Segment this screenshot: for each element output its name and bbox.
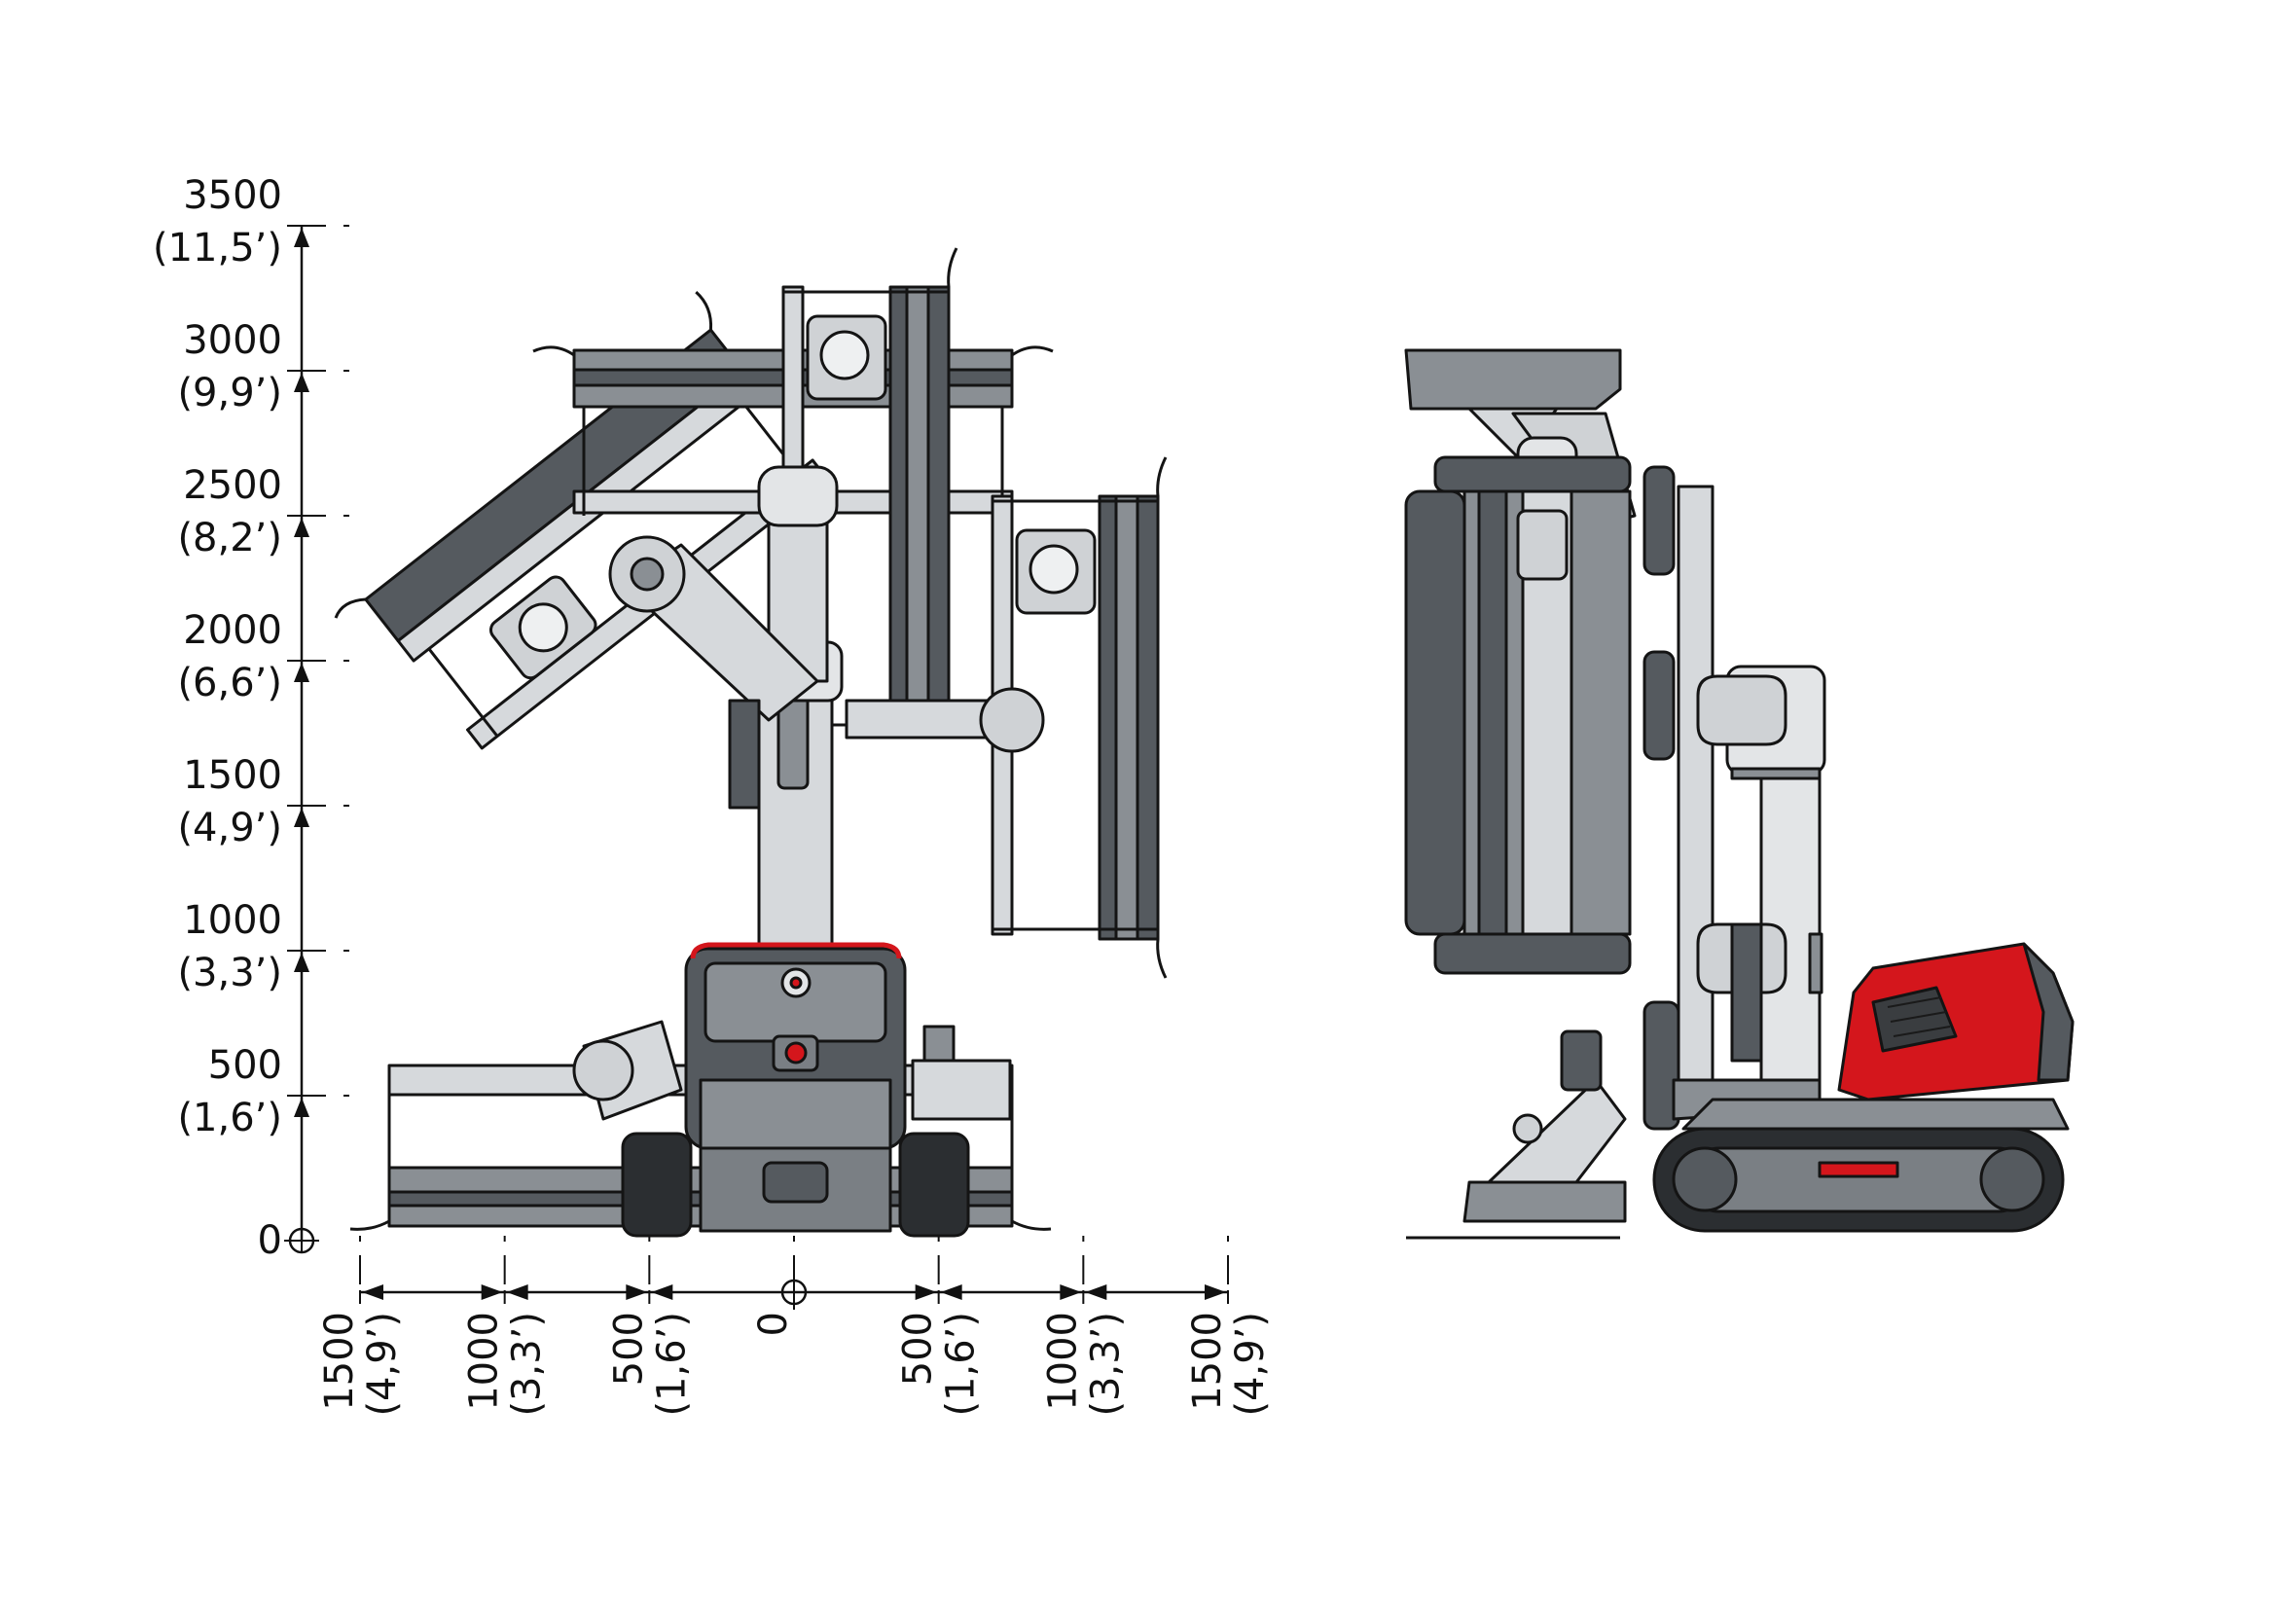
vertical-tick-ft: (6,6’) — [177, 661, 282, 705]
horizontal-tick-mm: 500 — [896, 1312, 941, 1386]
vertical-tick-ft: (9,9’) — [177, 371, 282, 415]
vertical-tick-ft: (8,2’) — [177, 516, 282, 560]
vertical-tick: 2000 (6,6’) — [177, 608, 355, 705]
horizontal-tick: 1500(4,9’) — [317, 1236, 405, 1417]
tick-arrow — [294, 373, 309, 392]
horizontal-tick-ft: (1,6’) — [649, 1312, 694, 1417]
vertical-tick-mm: 1000 — [183, 898, 282, 943]
vertical-tick-mm: 500 — [208, 1043, 282, 1088]
lower-plate — [1406, 1000, 1680, 1240]
vertical-tick-ft: (11,5’) — [153, 226, 282, 271]
tick-arrow — [1085, 1284, 1107, 1300]
vertical-tick-mm: 2500 — [183, 463, 282, 508]
tick-arrow — [940, 1284, 962, 1300]
horizontal-tick-ft: (1,6’) — [939, 1312, 984, 1417]
tick-arrow — [294, 663, 309, 682]
horizontal-tick: 1000(3,3’) — [1040, 1236, 1128, 1417]
tick-arrow — [294, 518, 309, 537]
vertical-ticks: 3500 (11,5’) 3000 (9,9’) 2500 (8,2’) 2000 (6,6’… — [153, 173, 355, 1140]
tick-arrow — [294, 953, 309, 972]
vertical-tick: 3500 (11,5’) — [153, 173, 355, 271]
vertical-tick: 1000 (3,3’) — [177, 898, 355, 995]
horizontal-tick: 500(1,6’) — [606, 1236, 694, 1417]
frame-position-side — [991, 456, 1168, 979]
vertical-tick-ft: (4,9’) — [177, 806, 282, 850]
vertical-dimension-axis: 3500 (11,5’) 3000 (9,9’) 2500 (8,2’) 2000 (6,6’… — [153, 173, 355, 1263]
vertical-tick-mm: 3000 — [183, 318, 282, 363]
tick-arrow — [1205, 1284, 1226, 1300]
origin-marker: 0 — [258, 1218, 319, 1263]
horizontal-tick-ft: (3,3’) — [1083, 1312, 1128, 1417]
tick-arrow — [294, 228, 309, 247]
horizontal-tick-ft: (3,3’) — [505, 1312, 550, 1417]
vertical-frame-side — [1404, 455, 1676, 975]
center-marker — [776, 1275, 812, 1310]
front-view — [334, 247, 1168, 1238]
vertical-tick: 2500 (8,2’) — [177, 463, 355, 560]
horizontal-tick-mm: 500 — [606, 1312, 651, 1386]
tick-arrow — [651, 1284, 673, 1300]
horizontal-tick-mm: 1500 — [1185, 1312, 1230, 1411]
tick-arrow — [506, 1284, 528, 1300]
tick-arrow — [915, 1284, 937, 1300]
vertical-tick-mm: 3500 — [183, 173, 282, 218]
horizontal-tick: 1000(3,3’) — [462, 1236, 550, 1417]
vertical-tick-mm: 1500 — [183, 753, 282, 798]
side-view — [1404, 348, 2075, 1240]
tick-arrow — [294, 808, 309, 827]
tick-arrow — [481, 1284, 503, 1300]
vertical-tick: 1500 (4,9’) — [177, 753, 355, 850]
horizontal-tick-ft: (4,9’) — [360, 1312, 405, 1417]
horizontal-tick-mm: 1000 — [1040, 1312, 1085, 1411]
vertical-tick-ft: (3,3’) — [177, 951, 282, 995]
horizontal-tick-ft: (4,9’) — [1228, 1312, 1273, 1417]
horizontal-tick-mm: 1500 — [317, 1312, 362, 1411]
vertical-zero-label: 0 — [258, 1218, 282, 1263]
chassis-front — [621, 942, 1012, 1238]
horizontal-tick-mm: 0 — [751, 1312, 796, 1336]
horizontal-tick: 0 — [751, 1236, 796, 1336]
tick-arrow — [294, 1098, 309, 1117]
vertical-tick-mm: 2000 — [183, 608, 282, 653]
tick-arrow — [626, 1284, 648, 1300]
horizontal-tick: 1500(4,9’) — [1185, 1236, 1273, 1417]
vertical-tick: 3000 (9,9’) — [177, 318, 355, 415]
tick-arrow — [362, 1284, 383, 1300]
boom-arm — [572, 465, 1045, 1121]
vertical-tick-ft: (1,6’) — [177, 1096, 282, 1140]
chassis-side — [1652, 942, 2075, 1233]
tick-arrow — [1060, 1284, 1082, 1300]
horizontal-tick: 500(1,6’) — [896, 1236, 984, 1417]
vertical-tick: 500 (1,6’) — [177, 1043, 355, 1140]
mast-side — [1677, 485, 1826, 1097]
horizontal-tick-mm: 1000 — [462, 1312, 507, 1411]
